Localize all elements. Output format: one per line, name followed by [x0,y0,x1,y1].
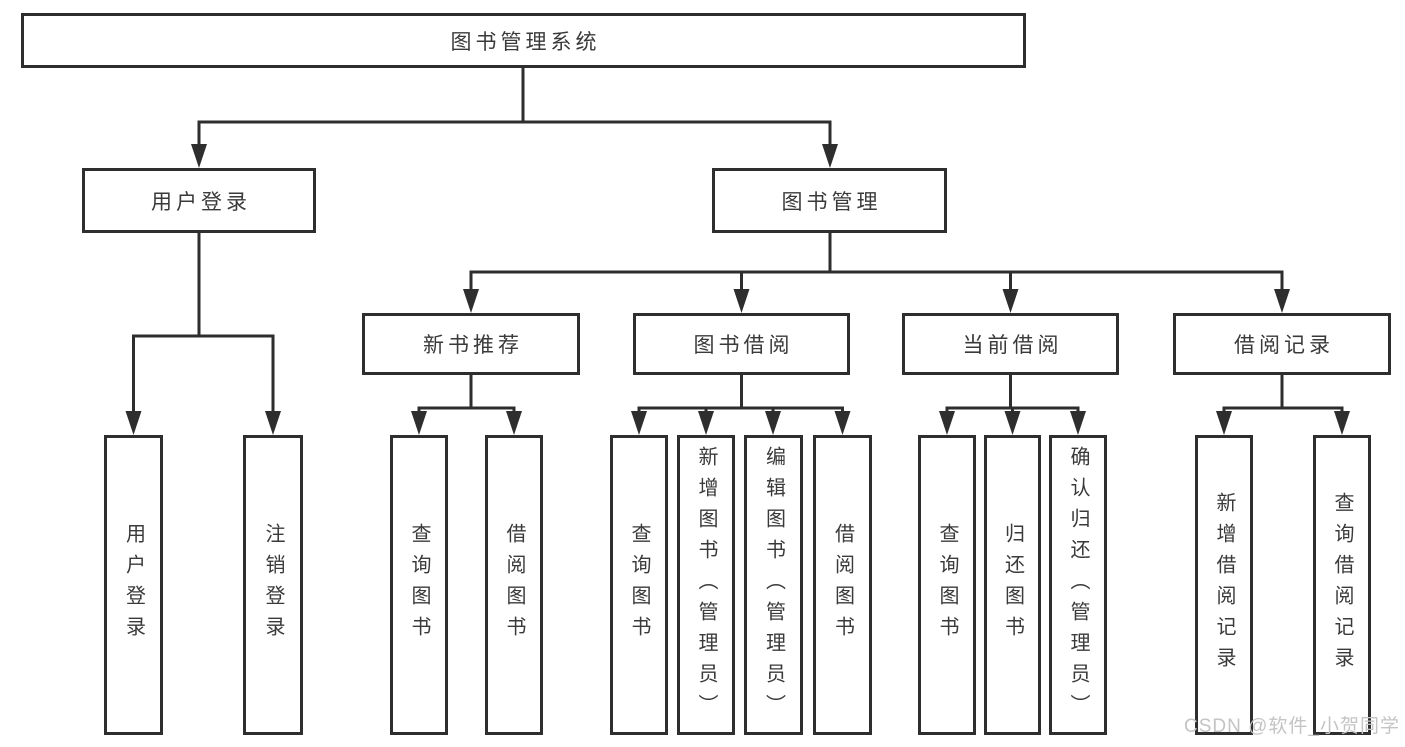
leaf-add-books-admin: 新增图书（管理员） [677,435,735,735]
leaf-query-books-borrowing: 查询图书 [610,435,668,735]
csdn-watermark: CSDN @软件_小贺同学 [1184,716,1400,737]
leaf-query-books-recommend: 查询图书 [390,435,448,735]
leaf-borrow-books-borrowing: 借阅图书 [813,435,872,735]
node-library-management-system: 图书管理系统 [21,13,1026,68]
leaf-label: 注销登录 [262,523,284,647]
leaf-return-books: 归还图书 [984,435,1041,735]
leaf-label: 查询图书 [936,523,958,647]
leaf-label: 查询图书 [628,523,650,647]
node-book-management: 图书管理 [712,168,947,233]
leaf-query-borrow-record: 查询借阅记录 [1313,435,1371,735]
leaf-label: 借阅图书 [503,523,525,647]
node-label: 图书借阅 [693,334,794,357]
leaf-label: 编辑图书（管理员） [762,445,785,725]
node-user-login: 用户登录 [82,168,316,233]
node-borrowing-records: 借阅记录 [1173,313,1391,375]
leaf-label: 查询图书 [408,523,430,647]
leaf-label: 归还图书 [1001,523,1024,647]
node-label: 用户登录 [151,190,251,214]
node-current-borrowing: 当前借阅 [902,313,1119,375]
node-label: 图书管理系统 [450,30,601,54]
leaf-query-books-current: 查询图书 [918,435,976,735]
leaf-label: 用户登录 [122,523,145,647]
leaf-add-borrow-record: 新增借阅记录 [1195,435,1253,735]
leaf-confirm-return-admin: 确认归还（管理员） [1049,435,1107,735]
node-book-borrowing: 图书借阅 [633,313,850,375]
node-label: 当前借阅 [962,334,1063,357]
leaf-label: 新增借阅记录 [1213,492,1235,678]
node-label: 图书管理 [781,190,882,214]
leaf-logout: 注销登录 [243,435,303,735]
leaf-user-login: 用户登录 [104,435,163,735]
leaf-edit-books-admin: 编辑图书（管理员） [744,435,803,735]
leaf-label: 新增图书（管理员） [695,445,717,725]
node-label: 新书推荐 [423,334,523,357]
leaf-label: 查询借阅记录 [1331,492,1353,678]
node-label: 借阅记录 [1234,334,1334,357]
leaf-label: 借阅图书 [831,523,854,647]
leaf-borrow-books-recommend: 借阅图书 [485,435,543,735]
node-new-book-recommend: 新书推荐 [362,313,580,375]
leaf-label: 确认归还（管理员） [1067,445,1089,725]
